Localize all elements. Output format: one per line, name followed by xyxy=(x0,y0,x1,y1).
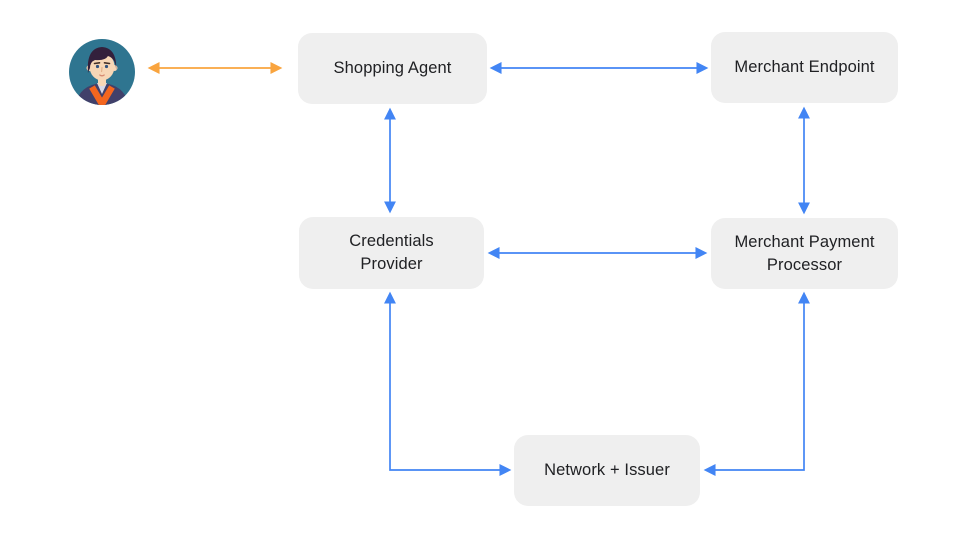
node-credentials-provider: Credentials Provider xyxy=(299,217,484,289)
user-avatar xyxy=(67,37,137,107)
person-icon xyxy=(69,39,135,105)
node-shopping-agent: Shopping Agent xyxy=(298,33,487,104)
node-merchant-endpoint: Merchant Endpoint xyxy=(711,32,898,103)
arrow-merchant-payment-processor-network-issuer xyxy=(703,291,810,476)
node-network-issuer: Network + Issuer xyxy=(514,435,700,506)
arrow-credentials-provider-network-issuer xyxy=(384,291,512,476)
node-merchant-payment-processor: Merchant Payment Processor xyxy=(711,218,898,289)
